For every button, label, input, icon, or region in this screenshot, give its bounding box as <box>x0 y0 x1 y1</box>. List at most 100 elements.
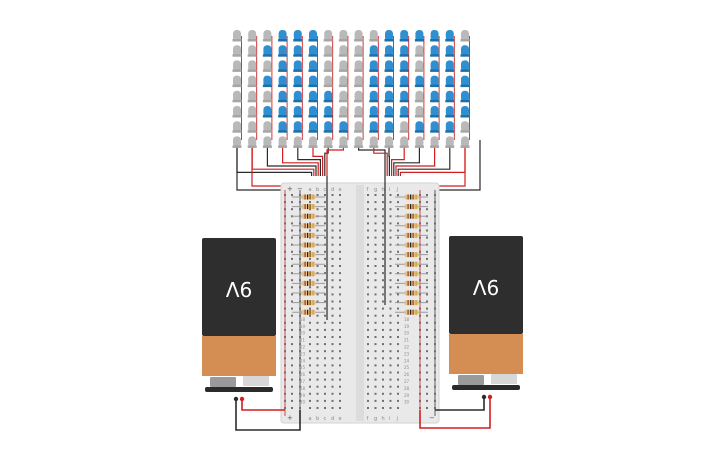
breadboard-hole[interactable] <box>419 236 421 239</box>
breadboard-hole[interactable] <box>299 265 301 267</box>
led[interactable] <box>232 75 242 88</box>
breadboard-hole[interactable] <box>339 407 341 409</box>
breadboard-hole[interactable] <box>291 272 293 275</box>
breadboard-hole[interactable] <box>309 321 311 324</box>
led[interactable] <box>262 136 272 148</box>
breadboard-hole[interactable] <box>331 279 334 282</box>
breadboard-hole[interactable] <box>316 286 319 289</box>
led[interactable] <box>338 75 348 88</box>
breadboard-hole[interactable] <box>331 328 334 331</box>
led[interactable] <box>414 45 424 57</box>
breadboard-hole[interactable] <box>324 272 326 275</box>
breadboard-hole[interactable] <box>426 194 428 196</box>
led[interactable] <box>445 106 455 118</box>
breadboard-hole[interactable] <box>339 371 341 374</box>
breadboard-hole[interactable] <box>367 279 369 282</box>
breadboard-hole[interactable] <box>434 250 436 253</box>
breadboard-hole[interactable] <box>284 208 286 211</box>
breadboard-hole[interactable] <box>324 343 326 346</box>
breadboard-hole[interactable] <box>324 364 326 367</box>
breadboard-hole[interactable] <box>309 385 311 388</box>
led[interactable] <box>232 90 242 103</box>
led[interactable] <box>399 106 409 118</box>
breadboard-hole[interactable] <box>426 272 428 275</box>
led[interactable] <box>384 75 394 88</box>
breadboard-hole[interactable] <box>291 194 293 196</box>
breadboard-hole[interactable] <box>291 371 293 374</box>
led[interactable] <box>460 90 470 103</box>
breadboard-hole[interactable] <box>397 201 399 204</box>
led[interactable] <box>354 30 364 42</box>
breadboard-hole[interactable] <box>299 314 301 317</box>
breadboard-hole[interactable] <box>299 343 301 346</box>
breadboard-hole[interactable] <box>389 194 392 196</box>
led[interactable] <box>232 136 242 148</box>
led[interactable] <box>354 75 364 88</box>
breadboard-hole[interactable] <box>382 222 384 225</box>
breadboard-hole[interactable] <box>367 257 369 260</box>
led-column[interactable] <box>460 30 470 148</box>
breadboard-hole[interactable] <box>309 201 311 204</box>
breadboard-hole[interactable] <box>309 350 311 353</box>
breadboard-hole[interactable] <box>419 250 421 253</box>
right-battery-red-wire[interactable] <box>419 396 491 429</box>
breadboard-hole[interactable] <box>284 385 286 388</box>
breadboard-hole[interactable] <box>397 194 399 196</box>
breadboard-hole[interactable] <box>434 307 436 310</box>
breadboard-hole[interactable] <box>382 194 384 196</box>
breadboard-hole[interactable] <box>291 328 293 331</box>
breadboard-hole[interactable] <box>284 243 286 246</box>
led[interactable] <box>338 45 348 57</box>
breadboard-hole[interactable] <box>389 250 392 253</box>
led[interactable] <box>369 106 379 118</box>
breadboard-hole[interactable] <box>299 286 301 289</box>
breadboard-hole[interactable] <box>382 236 384 239</box>
led[interactable] <box>232 30 242 42</box>
resistor[interactable] <box>395 261 428 267</box>
resistor[interactable] <box>395 309 428 315</box>
breadboard-hole[interactable] <box>434 222 436 225</box>
breadboard-hole[interactable] <box>309 343 311 346</box>
breadboard-hole[interactable] <box>299 328 301 331</box>
breadboard-hole[interactable] <box>397 385 399 388</box>
matrix-wire[interactable] <box>266 140 317 176</box>
breadboard-hole[interactable] <box>316 250 319 253</box>
breadboard-hole[interactable] <box>374 250 377 253</box>
battery-right[interactable]: 9V <box>449 236 523 390</box>
led[interactable] <box>384 45 394 57</box>
breadboard-hole[interactable] <box>389 215 392 218</box>
led-column[interactable] <box>247 30 258 148</box>
breadboard-hole[interactable] <box>434 300 436 303</box>
breadboard-hole[interactable] <box>291 314 293 317</box>
breadboard-hole[interactable] <box>382 357 384 360</box>
breadboard-hole[interactable] <box>331 364 334 367</box>
breadboard-hole[interactable] <box>291 208 293 211</box>
breadboard-hole[interactable] <box>434 279 436 282</box>
battery-left-terminal-neg[interactable] <box>210 377 236 387</box>
breadboard-hole[interactable] <box>299 371 301 374</box>
breadboard-hole[interactable] <box>426 392 428 395</box>
breadboard-hole[interactable] <box>397 272 399 275</box>
breadboard-hole[interactable] <box>291 279 293 282</box>
breadboard-hole[interactable] <box>331 243 334 246</box>
breadboard-hole[interactable] <box>434 328 436 331</box>
led[interactable] <box>293 106 303 118</box>
resistor[interactable] <box>395 213 428 219</box>
breadboard-hole[interactable] <box>426 201 428 204</box>
breadboard-hole[interactable] <box>367 371 369 374</box>
breadboard-hole[interactable] <box>324 279 326 282</box>
breadboard-hole[interactable] <box>324 378 326 381</box>
breadboard-hole[interactable] <box>382 279 384 282</box>
breadboard-hole[interactable] <box>309 392 311 395</box>
breadboard-hole[interactable] <box>299 357 301 360</box>
breadboard-hole[interactable] <box>426 229 428 232</box>
breadboard-hole[interactable] <box>397 208 399 211</box>
breadboard-hole[interactable] <box>339 314 341 317</box>
led[interactable] <box>262 121 272 133</box>
resistor[interactable] <box>395 300 428 306</box>
breadboard-hole[interactable] <box>382 399 384 402</box>
led-column[interactable] <box>262 30 273 148</box>
breadboard-hole[interactable] <box>426 265 428 267</box>
breadboard-hole[interactable] <box>389 229 392 232</box>
